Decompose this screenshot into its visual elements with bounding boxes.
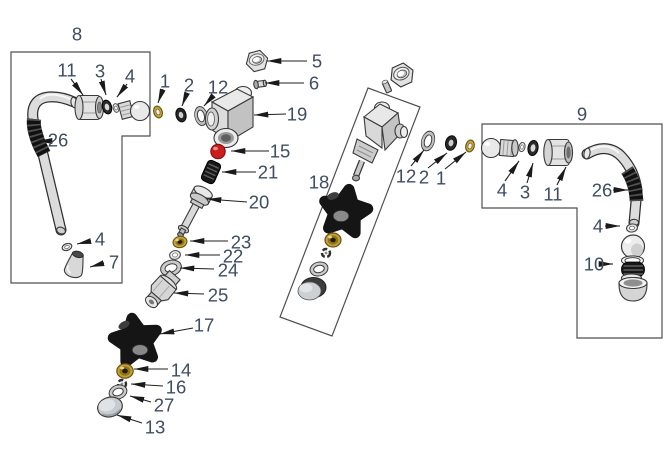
part-bibb-washer-2-right <box>444 135 458 151</box>
group-18-box <box>279 87 421 337</box>
callout-16: 16 <box>166 377 187 398</box>
part-bibb-washer-2-left <box>175 107 187 123</box>
callout-2r: 2 <box>419 167 429 188</box>
callout-20: 20 <box>249 192 270 213</box>
part-knob-18 <box>319 183 374 239</box>
part-washer-14 <box>116 363 134 379</box>
part-stem-20 <box>177 185 213 238</box>
part-washer-4-right <box>518 141 526 153</box>
part-washer-3-right <box>527 139 539 157</box>
part-washer-3-left <box>101 99 113 115</box>
callout-21: 21 <box>258 162 279 183</box>
part-seat-washer-1-right <box>465 139 475 153</box>
callout-4r2: 4 <box>593 216 603 237</box>
part-nut-11-right <box>543 138 574 167</box>
part-washer-4-lower-left <box>61 242 73 252</box>
callout-25: 25 <box>208 285 229 306</box>
callout-26r: 26 <box>592 180 613 201</box>
part-cap-13 <box>97 396 123 418</box>
callout-12r: 12 <box>396 166 417 187</box>
callout-23: 23 <box>231 232 252 253</box>
callout-7: 7 <box>109 252 119 273</box>
callout-1: 1 <box>160 71 170 92</box>
callout-27: 27 <box>154 395 175 416</box>
part-bonnet-25 <box>145 269 181 309</box>
callout-11: 11 <box>57 60 76 81</box>
group-8-box <box>10 51 151 284</box>
part-valve-body-19 <box>204 85 255 149</box>
callout-4b: 4 <box>95 229 105 250</box>
part-oring-27-in-18 <box>309 261 329 277</box>
callout-18: 18 <box>309 172 330 193</box>
callout-22: 22 <box>223 246 244 267</box>
part-pin-18 <box>381 79 393 94</box>
callout-6: 6 <box>309 73 319 94</box>
group-9-box <box>481 123 663 339</box>
part-spout-26-left <box>26 91 80 236</box>
part-hex-nut-top-18 <box>390 62 414 88</box>
part-ball-fitting-right <box>480 137 519 159</box>
callouts: 8 11 3 4 26 4 7 1 2 12 5 6 19 15 21 20 2… <box>48 24 613 438</box>
part-ball-fitting-left <box>117 100 151 122</box>
part-cap-13-in-18 <box>297 277 327 301</box>
part-washer-4-left <box>112 103 120 113</box>
callout-2: 2 <box>184 75 194 96</box>
part-ring-4-right <box>625 223 639 233</box>
part-nozzle-7 <box>63 250 84 279</box>
part-hex-nut-5 <box>245 49 269 73</box>
leader-lines <box>38 58 628 424</box>
part-valve-unit-18 <box>351 101 409 182</box>
part-nut-11-left <box>74 94 105 121</box>
callout-13: 13 <box>145 417 166 438</box>
part-washer-22 <box>169 249 181 261</box>
part-oring-12-left <box>194 106 208 126</box>
callout-17: 17 <box>194 315 215 336</box>
part-seat-washer-1-left <box>152 105 164 119</box>
callout-1r: 1 <box>436 168 446 189</box>
part-outlet-assembly-10 <box>618 234 648 302</box>
callout-10: 10 <box>584 254 605 275</box>
part-spout-26-right <box>581 143 644 229</box>
part-seat-washer-23 <box>172 235 188 249</box>
callout-4: 4 <box>125 66 135 87</box>
part-screw-6 <box>253 79 268 90</box>
callout-8: 8 <box>72 24 82 45</box>
callout-24: 24 <box>218 260 239 281</box>
part-knob-17 <box>107 312 162 368</box>
callout-19: 19 <box>287 104 308 125</box>
callout-15: 15 <box>270 141 291 162</box>
part-spring-21 <box>200 159 222 185</box>
part-oring-27 <box>108 384 128 400</box>
callout-3: 3 <box>95 61 105 82</box>
part-clip-16-in-18 <box>320 247 332 259</box>
part-oring-12-right <box>420 130 436 152</box>
callout-4r: 4 <box>497 180 507 201</box>
callout-14: 14 <box>171 360 192 381</box>
callout-5: 5 <box>312 51 322 72</box>
callout-9: 9 <box>577 104 587 125</box>
callout-26: 26 <box>48 130 69 151</box>
callout-3r: 3 <box>520 182 530 203</box>
callout-12: 12 <box>208 77 229 98</box>
part-washer-14-in-18 <box>324 232 342 248</box>
callout-11r: 11 <box>543 184 562 205</box>
part-red-ball-15 <box>210 143 226 160</box>
